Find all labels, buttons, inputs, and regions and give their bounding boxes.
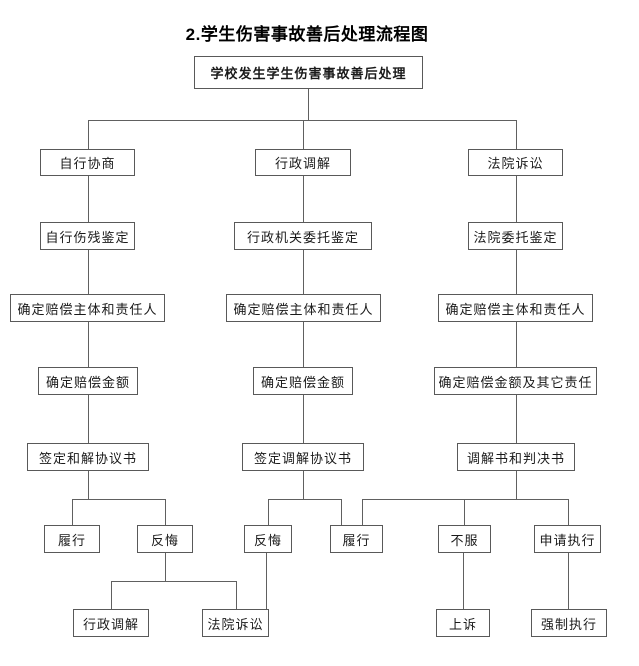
flow-line [362,499,568,500]
node-self-disability-appraisal: 自行伤残鉴定 [40,222,135,250]
flow-line [266,553,267,609]
node-refuse-accept: 不服 [438,525,491,553]
node-c1-renege: 反悔 [137,525,193,553]
flow-line [515,176,517,222]
node-apply-enforcement: 申请执行 [534,525,601,553]
node-court-entrusted-appraisal: 法院委托鉴定 [468,222,563,250]
flow-line [164,553,166,581]
flow-line [362,499,363,525]
node-sign-settlement-agreement: 签定和解协议书 [27,443,149,471]
flow-line [87,322,89,367]
flow-line [110,581,112,609]
node-admin-entrusted-appraisal: 行政机关委托鉴定 [234,222,372,250]
node-c2-determine-amount: 确定赔偿金额 [253,367,353,395]
flow-line [302,176,304,222]
page-title: 2.学生伤害事故善后处理流程图 [185,25,429,44]
flow-line [463,553,464,609]
node-bottom-admin-mediation: 行政调解 [73,609,149,637]
flow-line [302,395,304,443]
flow-line [87,250,89,294]
flow-line [515,395,517,443]
node-court-litigation: 法院诉讼 [468,149,563,176]
node-mediation-judgment-document: 调解书和判决书 [457,443,575,471]
flow-line [87,176,89,222]
flow-line [340,499,342,525]
node-c1-determine-amount: 确定赔偿金额 [38,367,138,395]
flow-line [302,322,304,367]
node-sign-mediation-agreement: 签定调解协议书 [242,443,364,471]
flow-line [267,499,342,500]
flow-line [515,471,517,499]
flow-line [87,120,517,121]
node-admin-mediation: 行政调解 [255,149,351,176]
node-root: 学校发生学生伤害事故善后处理 [194,56,423,89]
flow-line [302,120,304,149]
flow-line [110,581,236,582]
flow-line [302,471,304,499]
node-c1-perform: 履行 [44,525,100,553]
node-c2-renege: 反悔 [244,525,292,553]
node-c2-perform: 履行 [330,525,383,553]
flow-line [515,120,517,149]
flow-line [464,499,465,525]
flow-line [515,322,517,367]
flow-line [164,499,166,525]
flow-line [71,499,166,500]
node-bottom-court-litigation: 法院诉讼 [202,609,269,637]
flow-line [568,553,569,609]
flow-line [87,120,89,149]
node-c3-determine-amount-other: 确定赔偿金额及其它责任 [434,367,597,395]
flow-line [235,581,237,609]
node-c2-determine-subject: 确定赔偿主体和责任人 [226,294,381,322]
flow-line [567,499,569,525]
node-appeal: 上诉 [436,609,490,637]
flow-line [87,471,89,499]
flow-line [71,499,73,525]
flow-line [267,499,269,525]
node-self-negotiation: 自行协商 [40,149,135,176]
flow-line [302,250,304,294]
flow-line [308,89,309,120]
node-c1-determine-subject: 确定赔偿主体和责任人 [10,294,165,322]
node-c3-determine-subject: 确定赔偿主体和责任人 [438,294,593,322]
flow-line [87,395,89,443]
node-compulsory-enforcement: 强制执行 [531,609,607,637]
flow-line [515,250,517,294]
